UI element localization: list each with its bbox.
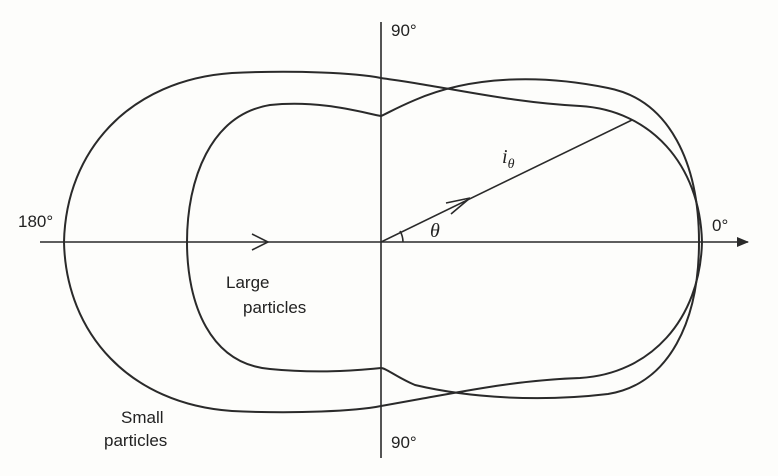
bottom-angle-label: 90°: [391, 433, 417, 452]
small-particles-curve: [62, 70, 704, 414]
intensity-symbol: i: [502, 146, 508, 168]
vector-arrow: [445, 197, 471, 215]
small-particles-line1: Small: [121, 408, 164, 427]
intensity-vector: [380, 119, 633, 243]
top-angle-label: 90°: [391, 21, 417, 40]
right-angle-label: 0°: [712, 216, 728, 235]
intensity-label: iθ: [502, 146, 515, 172]
large-particles-line2: particles: [243, 298, 306, 317]
axis-direction-arrow: [251, 233, 270, 251]
intensity-subscript: θ: [508, 157, 515, 172]
theta-label: θ: [430, 220, 440, 242]
theta-arc: [399, 230, 404, 243]
left-angle-label: 180°: [18, 212, 53, 231]
small-particles-line2: particles: [104, 431, 167, 450]
large-particles-curve: [185, 78, 701, 400]
large-particles-line1: Large: [226, 273, 269, 292]
